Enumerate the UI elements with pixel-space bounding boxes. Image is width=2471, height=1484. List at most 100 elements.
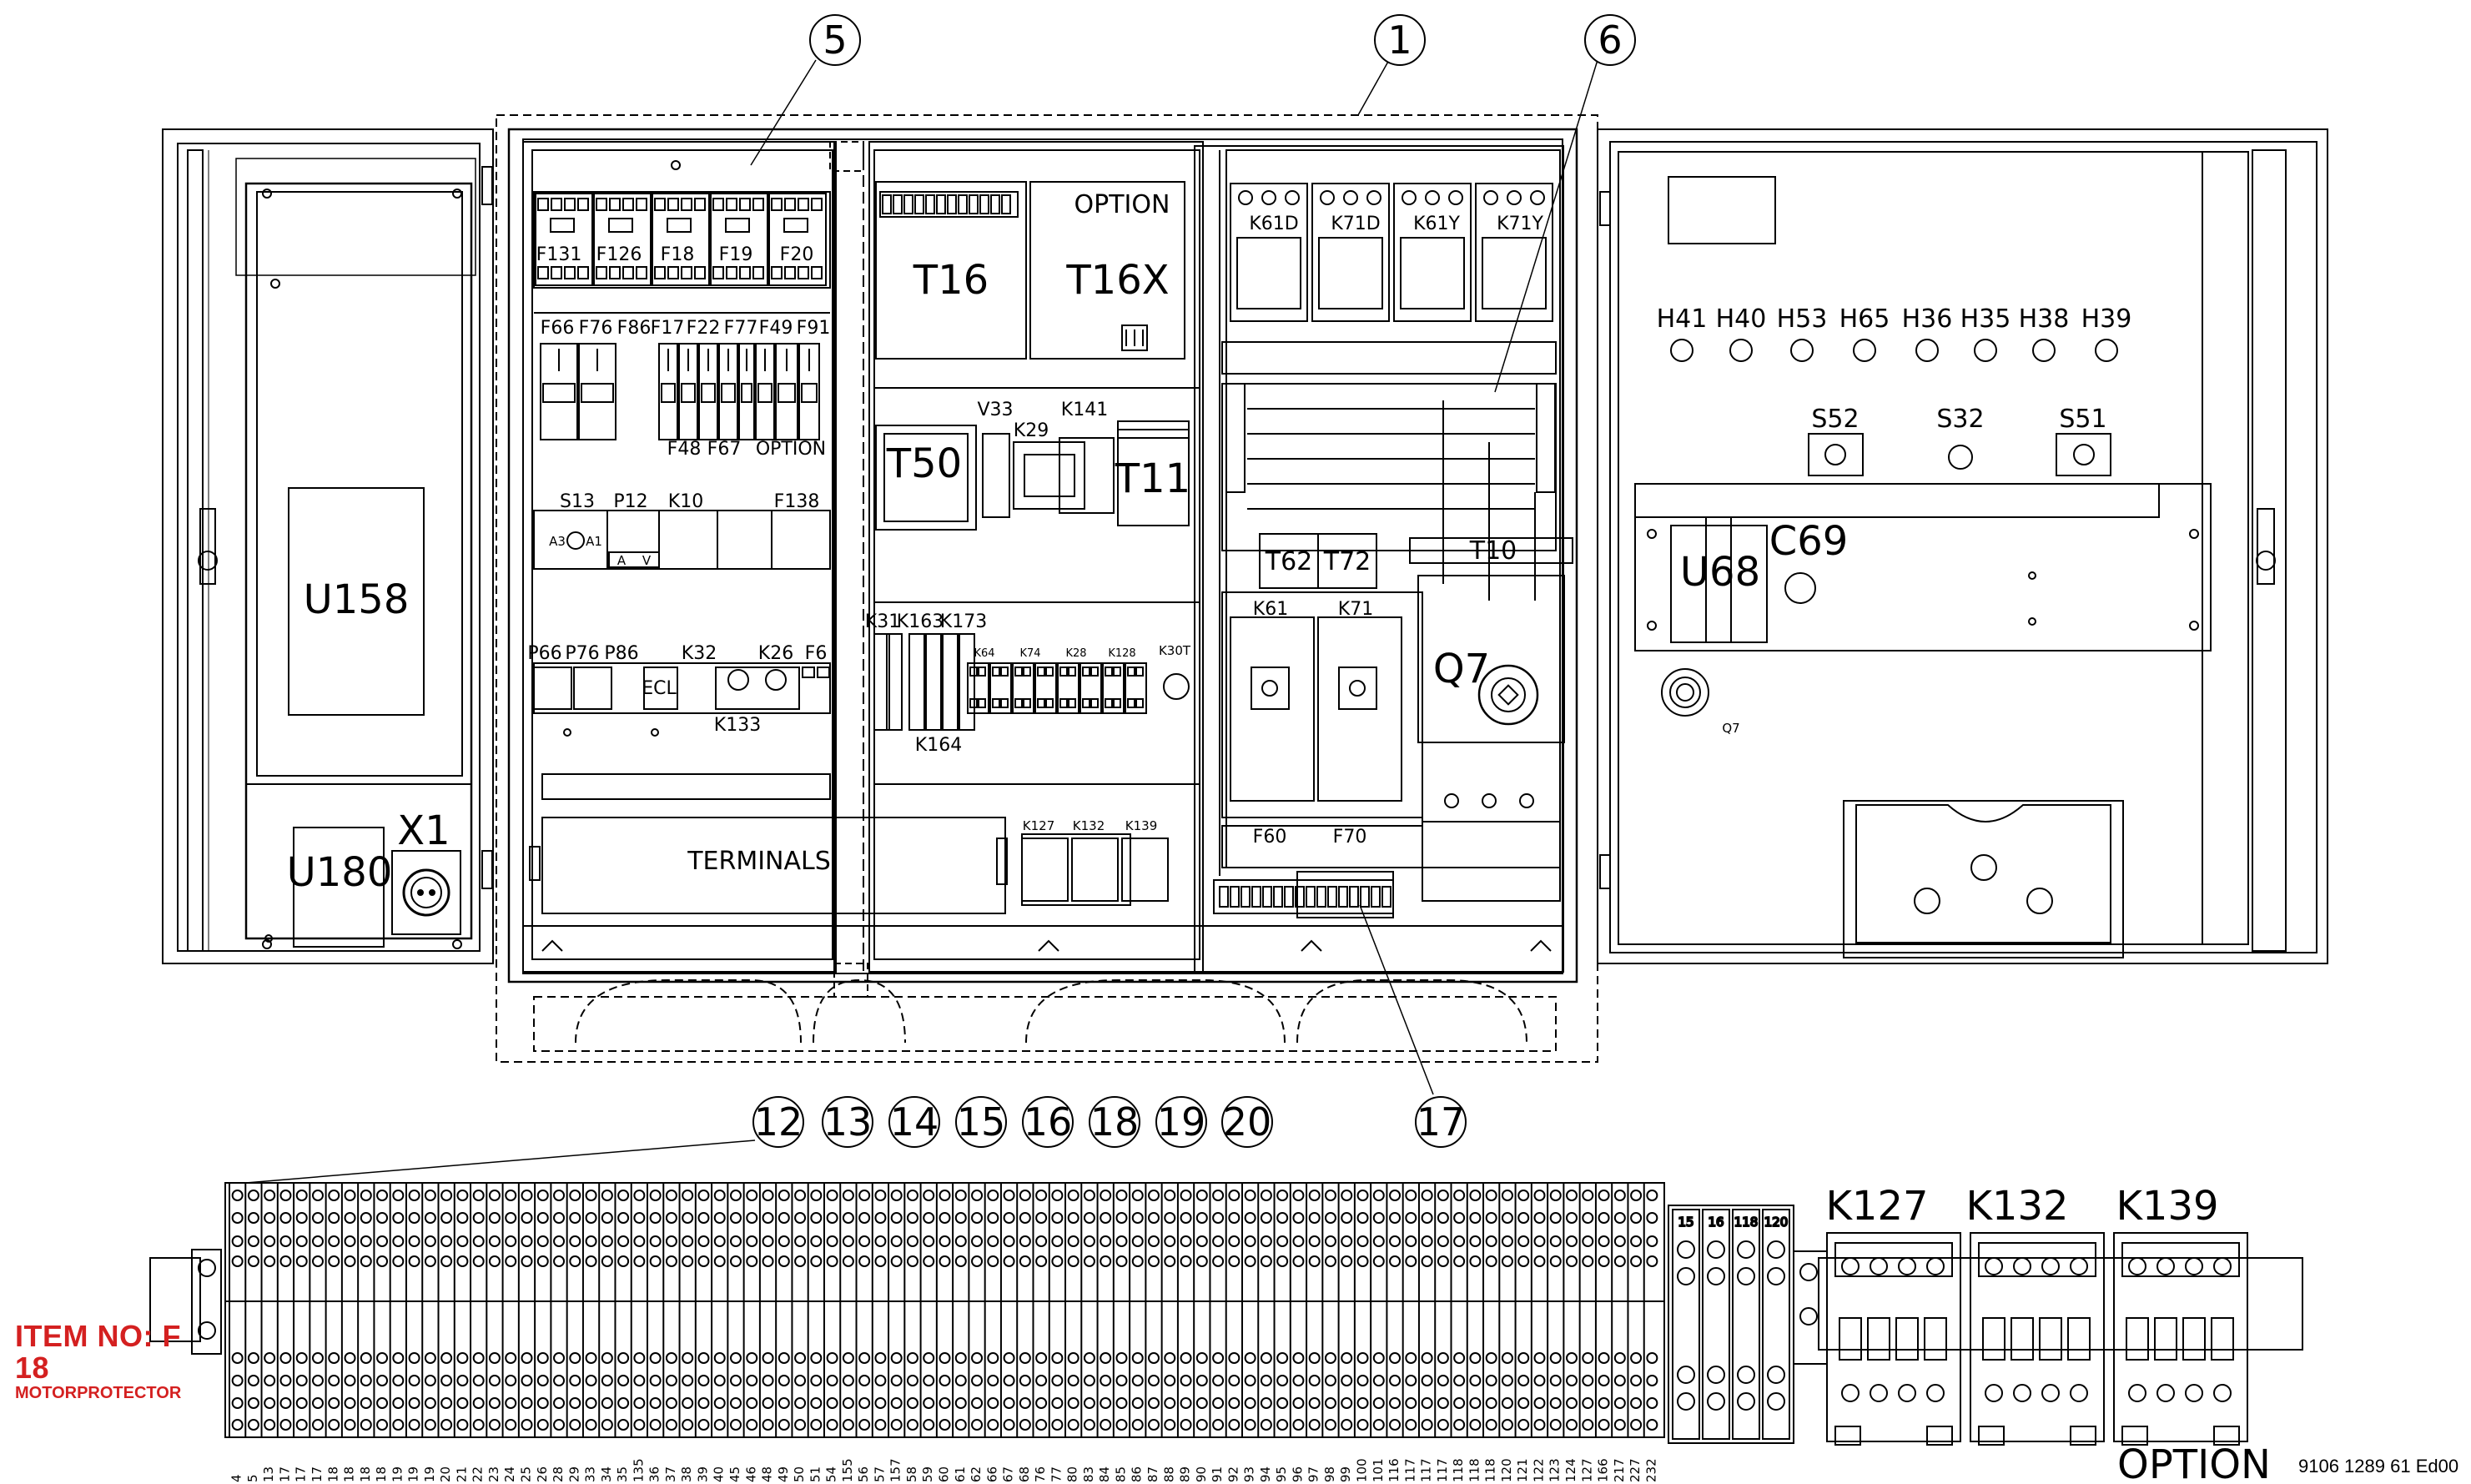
balloon-13: 13 bbox=[822, 1096, 873, 1148]
terminal-screw bbox=[649, 1419, 662, 1431]
terminal-number: 62 bbox=[969, 1466, 984, 1482]
mcb-unit bbox=[578, 343, 616, 440]
terminal-screw bbox=[585, 1397, 597, 1409]
small-terminal-number: 16 bbox=[1708, 1215, 1724, 1230]
terminal-screw bbox=[328, 1255, 340, 1267]
terminal-screw bbox=[1260, 1397, 1272, 1409]
terminal-screw bbox=[344, 1419, 356, 1431]
relay-terminal bbox=[1037, 698, 1045, 708]
terminal-screw bbox=[1115, 1235, 1128, 1247]
terminal-screw bbox=[923, 1255, 935, 1267]
terminal-screw bbox=[923, 1375, 935, 1386]
terminal-screw bbox=[408, 1190, 420, 1201]
terminal-number: 5 bbox=[245, 1474, 260, 1482]
terminal-screw bbox=[697, 1397, 710, 1409]
relay-terminal bbox=[992, 698, 1000, 708]
terminal-screw bbox=[536, 1375, 549, 1386]
terminal-screw bbox=[1421, 1375, 1433, 1386]
terminal-screw bbox=[1035, 1212, 1048, 1224]
terminal-screw bbox=[1115, 1419, 1128, 1431]
terminal-screw bbox=[344, 1235, 356, 1247]
relay-terminal bbox=[1090, 667, 1099, 677]
terminal-screw bbox=[424, 1375, 436, 1386]
terminal-number: 23 bbox=[486, 1466, 501, 1482]
t16-terminal bbox=[979, 194, 989, 214]
mcb-unit bbox=[540, 343, 578, 440]
terminal-number: 33 bbox=[583, 1466, 598, 1482]
terminal-screw bbox=[311, 1212, 324, 1224]
terminal-screw bbox=[1341, 1190, 1353, 1201]
label-h65: H65 bbox=[1839, 304, 1890, 334]
terminal-screw bbox=[231, 1352, 244, 1364]
terminal-screw bbox=[1405, 1352, 1417, 1364]
terminal-screw bbox=[521, 1235, 533, 1247]
document-number: 9106 1289 61 Ed00 bbox=[2298, 1456, 2459, 1476]
terminal-screw bbox=[456, 1235, 469, 1247]
terminal-screw bbox=[1437, 1352, 1449, 1364]
terminal-screw bbox=[247, 1352, 259, 1364]
terminal-screw bbox=[1067, 1397, 1079, 1409]
terminal-screw bbox=[1195, 1397, 1208, 1409]
screw-terminal bbox=[577, 198, 589, 211]
terminal-screw bbox=[569, 1255, 581, 1267]
terminal-screw bbox=[1276, 1375, 1289, 1386]
terminal-screw bbox=[1598, 1212, 1610, 1224]
breaker-knob bbox=[783, 218, 808, 233]
terminal-number: 117 bbox=[1419, 1458, 1434, 1482]
terminal-screw bbox=[376, 1375, 389, 1386]
terminal-number: 93 bbox=[1242, 1466, 1257, 1482]
terminal-screw bbox=[842, 1212, 854, 1224]
terminal-screw bbox=[1228, 1190, 1241, 1201]
terminal-screw bbox=[1630, 1419, 1643, 1431]
terminal-screw bbox=[569, 1375, 581, 1386]
balloon-12: 12 bbox=[752, 1096, 804, 1148]
terminal-number: 24 bbox=[502, 1466, 517, 1482]
relay-terminal bbox=[1068, 698, 1076, 708]
terminal-screw bbox=[553, 1352, 566, 1364]
contactor-pole bbox=[1895, 1317, 1919, 1361]
label-f17: F17 bbox=[651, 318, 685, 339]
terminal-screw bbox=[1019, 1212, 1031, 1224]
t16-terminal bbox=[882, 194, 892, 214]
t16-terminal bbox=[1001, 194, 1011, 214]
terminal-screw bbox=[906, 1352, 918, 1364]
relay-terminal bbox=[1014, 667, 1023, 677]
terminal-screw bbox=[1131, 1235, 1144, 1247]
terminal-screw bbox=[762, 1375, 774, 1386]
terminal-screw bbox=[295, 1235, 308, 1247]
terminal-screw bbox=[1549, 1190, 1562, 1201]
terminal-screw bbox=[1613, 1397, 1626, 1409]
contactor-screw bbox=[1926, 1384, 1945, 1402]
terminal-screw bbox=[1613, 1235, 1626, 1247]
terminal-screw bbox=[1421, 1352, 1433, 1364]
terminal-screw bbox=[971, 1212, 984, 1224]
balloon-17: 17 bbox=[1415, 1096, 1467, 1148]
terminal-screw bbox=[778, 1255, 790, 1267]
terminal-number: 122 bbox=[1531, 1458, 1546, 1482]
terminal-number: 61 bbox=[953, 1466, 968, 1482]
terminal-cell bbox=[1251, 886, 1261, 908]
label-f48: F48 bbox=[667, 439, 702, 460]
relay-terminal bbox=[978, 698, 986, 708]
terminal-screw bbox=[971, 1419, 984, 1431]
label-k28: K28 bbox=[1065, 647, 1086, 660]
terminal-screw bbox=[521, 1190, 533, 1201]
relay-terminal bbox=[1082, 667, 1090, 677]
terminal-number: 19 bbox=[406, 1466, 421, 1482]
terminal-screw bbox=[1276, 1212, 1289, 1224]
terminal-screw bbox=[1180, 1419, 1192, 1431]
terminal-number: 39 bbox=[695, 1466, 710, 1482]
terminal-screw bbox=[1308, 1419, 1321, 1431]
terminal-screw bbox=[1276, 1190, 1289, 1201]
terminal-screw bbox=[1308, 1190, 1321, 1201]
terminal-screw bbox=[1630, 1352, 1643, 1364]
terminal-screw bbox=[1549, 1235, 1562, 1247]
terminal-screw bbox=[1405, 1212, 1417, 1224]
terminal-screw bbox=[295, 1352, 308, 1364]
terminal-number: 17 bbox=[277, 1466, 292, 1482]
screw-terminal bbox=[577, 266, 589, 279]
terminal-screw bbox=[794, 1190, 807, 1201]
terminal-screw bbox=[1566, 1235, 1578, 1247]
terminal-screw bbox=[392, 1212, 405, 1224]
terminal-screw bbox=[987, 1419, 999, 1431]
